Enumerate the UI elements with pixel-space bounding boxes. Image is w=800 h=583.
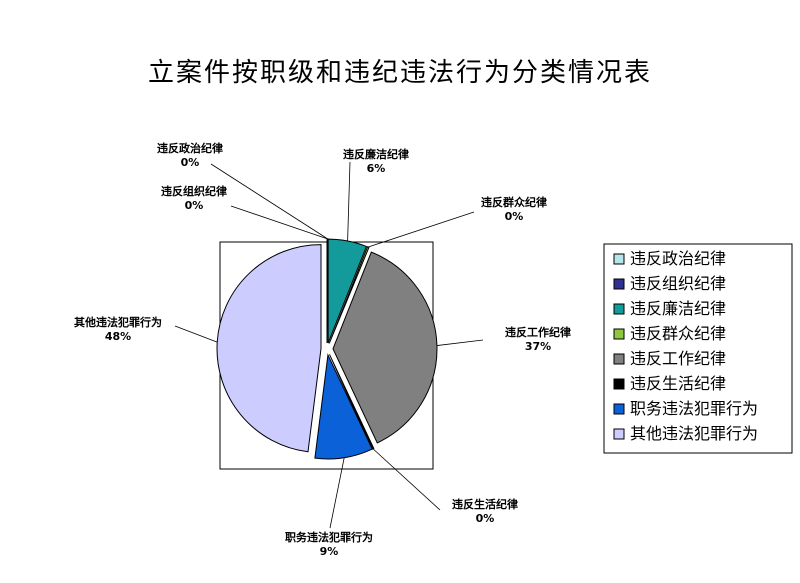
leader-line bbox=[210, 163, 329, 240]
chart-title: 立案件按职级和违纪违法行为分类情况表 bbox=[147, 58, 652, 88]
legend-swatch bbox=[613, 328, 625, 340]
leader-lines bbox=[174, 161, 484, 529]
legend-box bbox=[603, 243, 793, 454]
slice-label: 违反群众纪律 bbox=[481, 195, 547, 209]
pie-slices bbox=[216, 238, 438, 460]
pie-slice bbox=[314, 353, 373, 460]
legend-swatch bbox=[613, 278, 625, 290]
legend: 违反政治纪律违反组织纪律违反廉洁纪律违反群众纪律违反工作纪律违反生活纪律职务违法… bbox=[613, 249, 758, 443]
legend-swatch bbox=[613, 378, 625, 390]
legend-entry: 其他违法犯罪行为 bbox=[630, 424, 758, 443]
slice-label: 违反组织纪律 bbox=[161, 184, 227, 198]
leader-line bbox=[329, 457, 345, 529]
legend-entry: 违反组织纪律 bbox=[630, 274, 726, 293]
leader-line bbox=[347, 161, 351, 241]
legend-entry: 职务违法犯罪行为 bbox=[630, 399, 758, 418]
leader-line bbox=[368, 211, 475, 248]
legend-swatch bbox=[613, 353, 625, 365]
slice-percent: 9% bbox=[320, 545, 339, 558]
pie-slice bbox=[216, 244, 322, 453]
slice-percent: 0% bbox=[181, 156, 200, 169]
leader-line bbox=[230, 205, 328, 240]
slice-percent: 48% bbox=[105, 330, 131, 343]
legend-entry: 违反廉洁纪律 bbox=[630, 299, 726, 318]
pie-slice bbox=[327, 238, 368, 344]
legend-entry: 违反政治纪律 bbox=[630, 249, 726, 268]
slice-labels: 违反政治纪律0%违反组织纪律0%违反廉洁纪律6%违反群众纪律0%违反工作纪律37… bbox=[74, 141, 571, 558]
legend-entry: 违反群众纪律 bbox=[630, 324, 726, 343]
slice-percent: 0% bbox=[476, 512, 495, 525]
leader-line bbox=[174, 325, 218, 343]
slice-label: 违反工作纪律 bbox=[505, 325, 571, 339]
leader-line bbox=[436, 339, 484, 346]
legend-entry: 违反生活纪律 bbox=[630, 374, 726, 393]
slice-percent: 6% bbox=[367, 162, 386, 175]
pie-slice bbox=[332, 251, 438, 444]
legend-swatch bbox=[613, 303, 625, 315]
slice-percent: 0% bbox=[185, 199, 204, 212]
slice-percent: 0% bbox=[505, 210, 524, 223]
legend-swatch bbox=[613, 428, 625, 440]
leader-line bbox=[372, 448, 441, 511]
slice-label: 违反廉洁纪律 bbox=[343, 147, 409, 161]
slice-label: 违反政治纪律 bbox=[157, 141, 223, 155]
legend-entry: 违反工作纪律 bbox=[630, 349, 726, 368]
legend-swatch bbox=[613, 403, 625, 415]
legend-swatch bbox=[613, 253, 625, 265]
slice-label: 职务违法犯罪行为 bbox=[285, 530, 373, 544]
slice-percent: 37% bbox=[525, 340, 551, 353]
slice-label: 其他违法犯罪行为 bbox=[74, 315, 162, 329]
slice-label: 违反生活纪律 bbox=[452, 497, 518, 511]
